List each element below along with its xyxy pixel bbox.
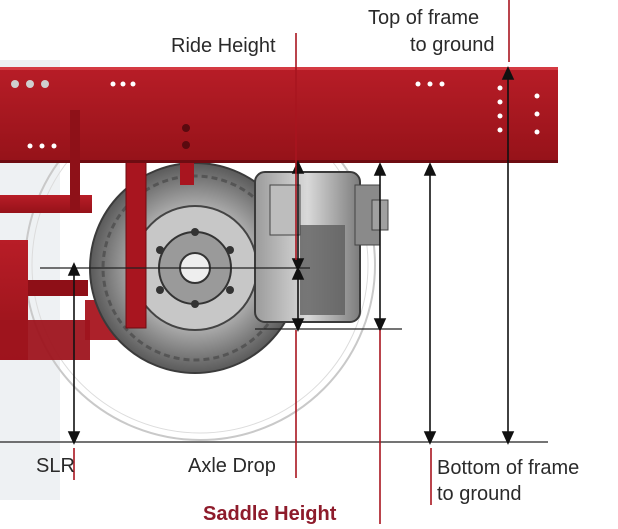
dimension-arrows bbox=[67, 66, 515, 445]
saddle-height-arrow bbox=[373, 162, 387, 332]
reference-lines bbox=[40, 267, 402, 330]
slr-label: SLR bbox=[36, 455, 75, 477]
bottom-frame-arrow bbox=[423, 162, 437, 445]
slr-arrow bbox=[67, 262, 81, 445]
ride-height-label: Ride Height bbox=[171, 35, 276, 57]
top-frame-arrow bbox=[501, 66, 515, 445]
top-of-frame-label-line2: to ground bbox=[410, 34, 495, 56]
bottom-of-frame-label-line2: to ground bbox=[437, 483, 522, 505]
frame-rail bbox=[0, 67, 558, 210]
bottom-of-frame-label-line1: Bottom of frame bbox=[437, 457, 580, 479]
leader-lines bbox=[73, 0, 510, 524]
differential bbox=[254, 171, 389, 323]
axle-drop-arrow bbox=[291, 266, 305, 332]
ride-height-arrow bbox=[291, 160, 305, 272]
axle-drop-label: Axle Drop bbox=[188, 455, 276, 477]
top-of-frame-label-line1: Top of frame bbox=[368, 7, 480, 29]
frame-holes bbox=[11, 80, 540, 149]
saddle-height-label: Saddle Height bbox=[203, 503, 337, 525]
